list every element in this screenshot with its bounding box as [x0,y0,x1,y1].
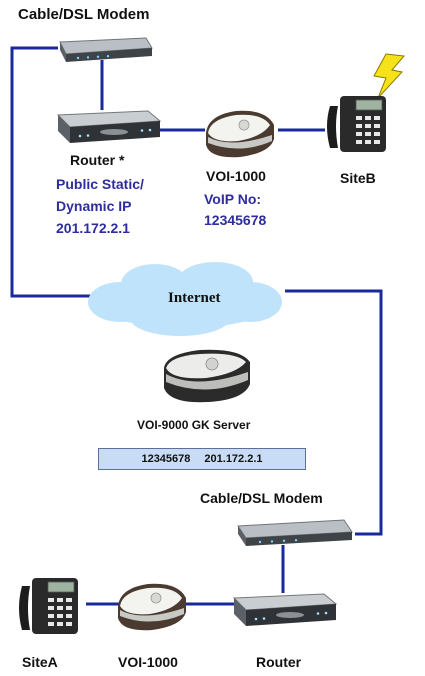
internet-to-bottom-modem-line [285,289,383,536]
router-icon [232,593,338,626]
router-icon [56,110,162,143]
voip-gateway-icon [118,583,186,631]
registration-ip: 201.172.2.1 [204,453,263,465]
internet-label: Internet [168,290,221,306]
top-router-ip-line-3: 201.172.2.1 [56,220,130,236]
site-b-label: SiteB [340,170,376,186]
gk-server-icon [164,349,250,403]
top-voip-number-line-1: VoIP No: [204,191,262,207]
bottom-modem-label: Cable/DSL Modem [200,490,323,506]
server-label: VOI-9000 GK Server [137,418,251,432]
desk-phone-icon [327,96,386,152]
top-voip-label: VOI-1000 [206,168,266,184]
internet-cloud-icon [88,262,282,336]
bottom-voip-label: VOI-1000 [118,654,178,670]
registration-number: 12345678 [141,453,191,465]
modem-icon [59,37,153,62]
top-voip-number-line-2: 12345678 [204,212,267,228]
registration-table: 12345678 201.172.2.1 [98,448,306,470]
voip-gateway-icon [206,110,274,158]
modem-icon [237,519,353,546]
lightning-bolt-icon [373,53,405,99]
desk-phone-icon [19,578,78,634]
bottom-router-label: Router [256,654,302,670]
top-modem-to-internet-line [10,46,100,298]
top-modem-label: Cable/DSL Modem [18,6,150,23]
top-router-ip-line-1: Public Static/ [56,176,144,192]
top-router-label: Router * [70,152,125,168]
top-router-ip-line-2: Dynamic IP [56,198,132,214]
site-a-label: SiteA [22,654,58,670]
